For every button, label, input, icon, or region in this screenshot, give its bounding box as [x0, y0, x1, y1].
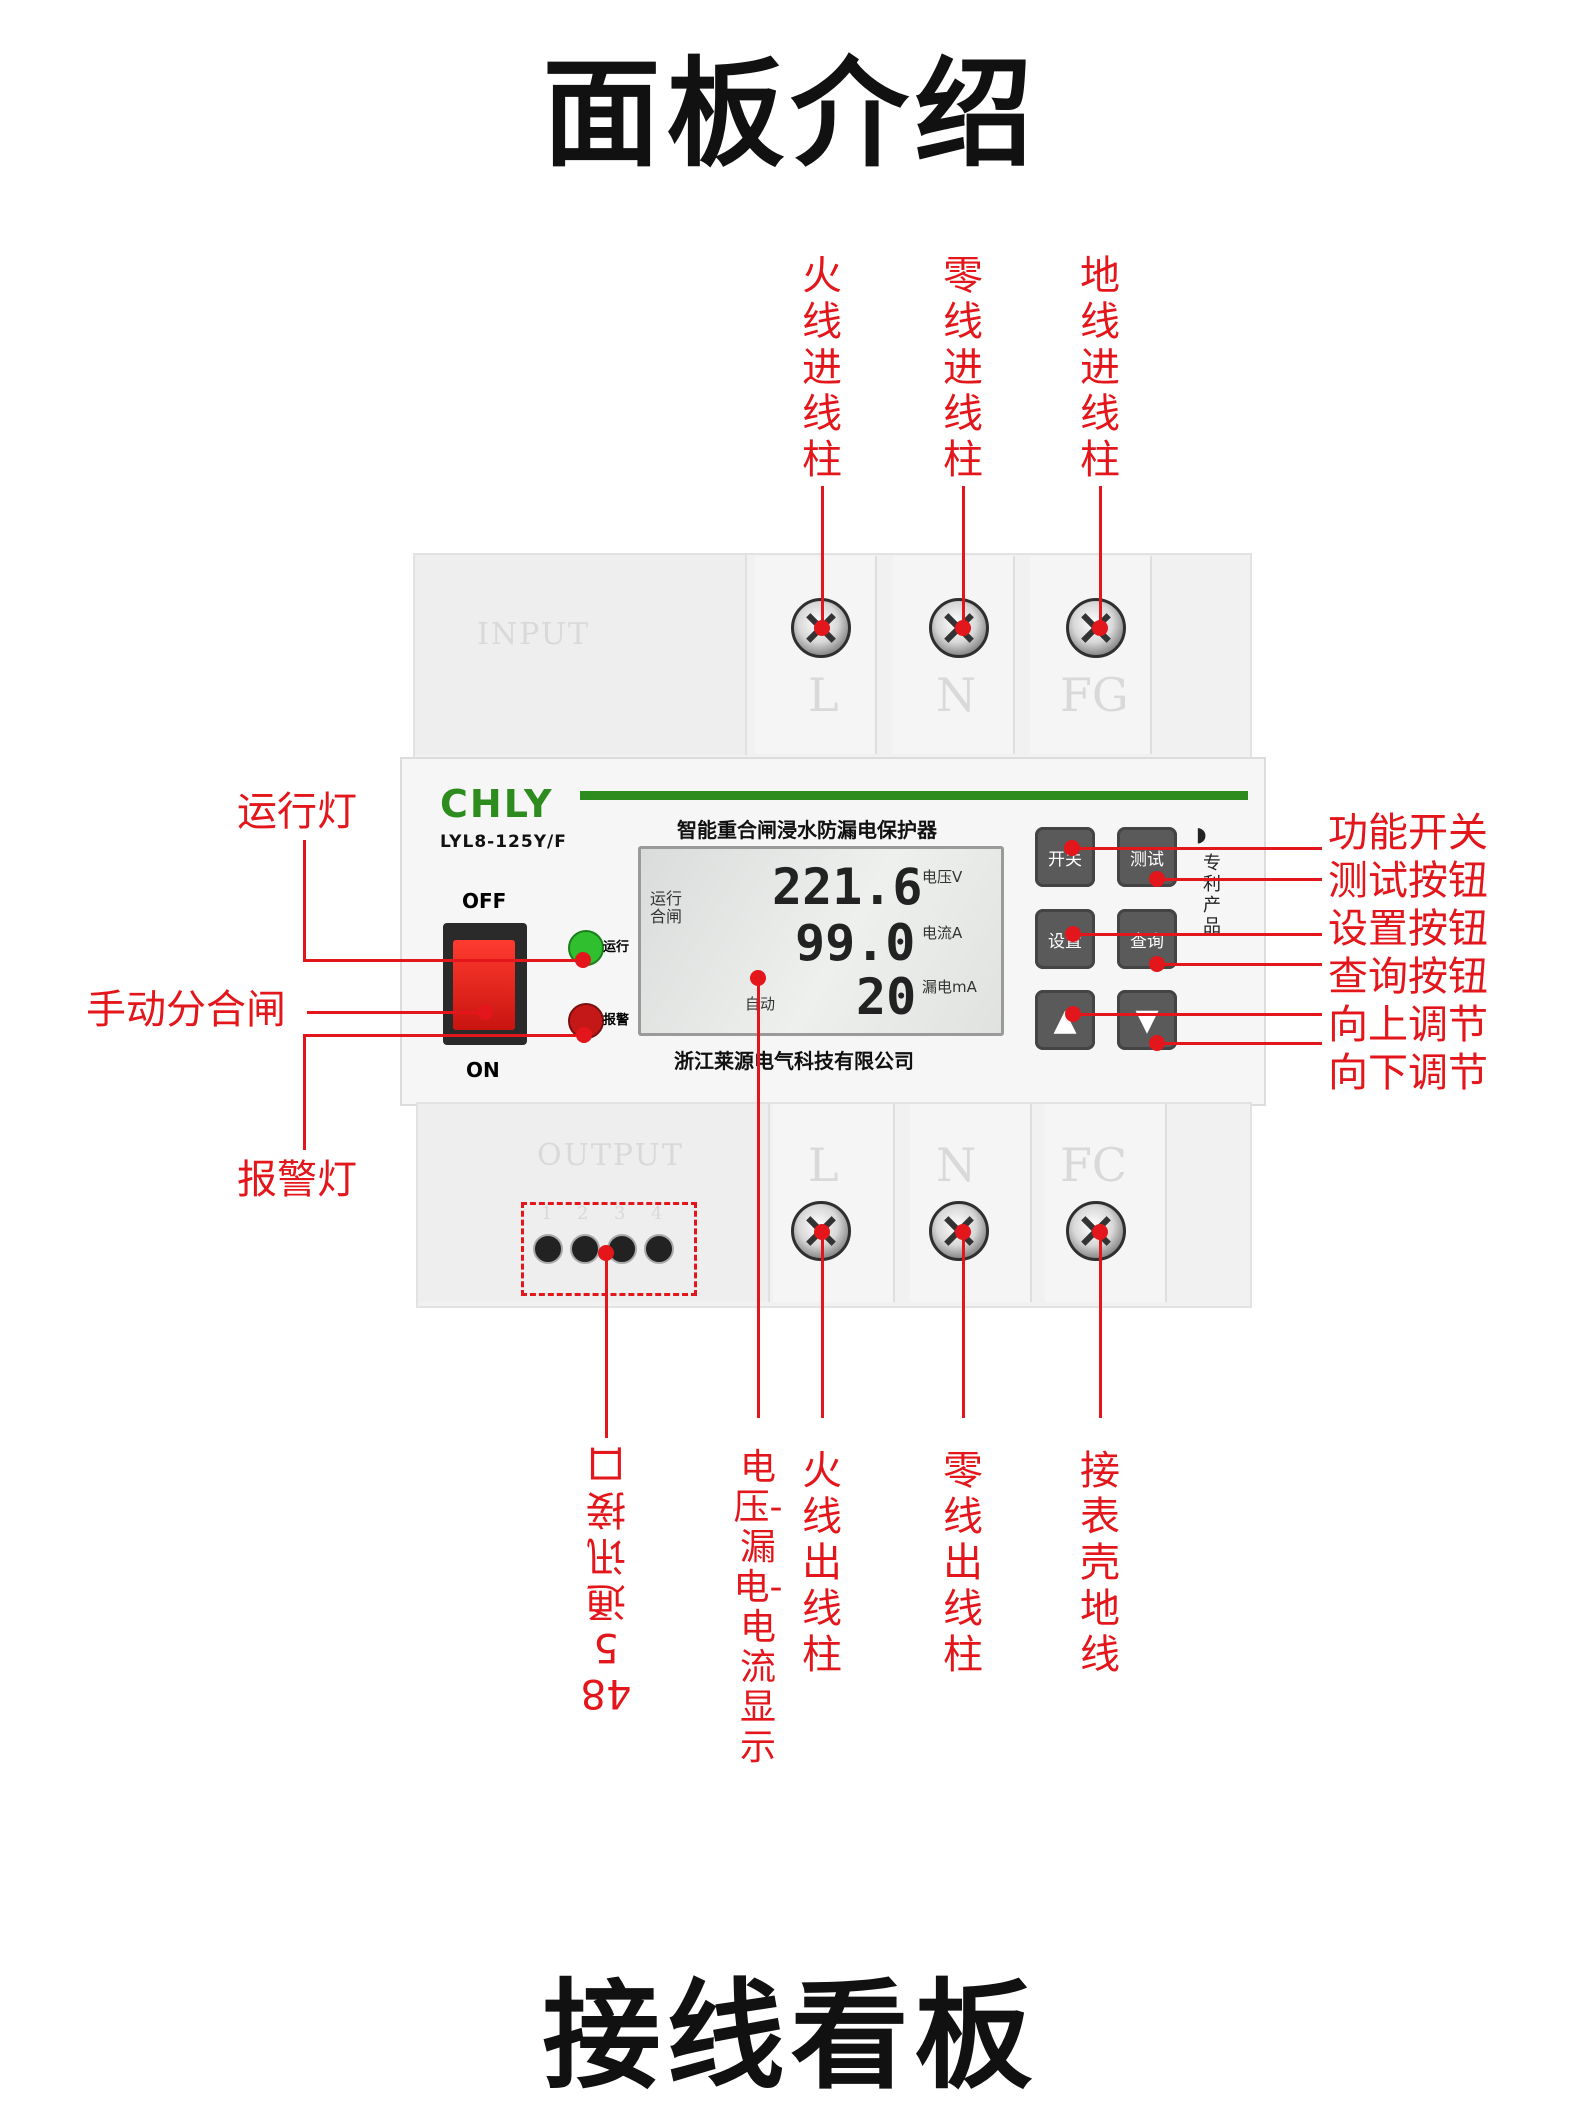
comm-port-hole[interactable]	[533, 1234, 563, 1264]
callout-run-light: 运行灯	[237, 789, 357, 835]
callout-point	[576, 1027, 592, 1043]
patent-label: 专利产品	[1203, 853, 1221, 937]
callout-alarm-light: 报警灯	[237, 1157, 357, 1203]
callout-live-out: 火线出线柱	[802, 1448, 842, 1678]
callout-point	[1149, 1035, 1165, 1051]
lcd-leakage-unit: 漏电mA	[922, 978, 977, 996]
product-name: 智能重合闸浸水防漏电保护器	[677, 818, 937, 842]
callout-point	[1092, 1224, 1108, 1240]
terminal-label-out-n: N	[936, 1138, 977, 1192]
callout-up-adjust: 向上调节	[1328, 1002, 1488, 1048]
lcd-status-run: 运行	[650, 889, 683, 908]
section-title: 接线看板	[542, 1967, 1039, 2105]
callout-point	[1064, 840, 1080, 856]
terminal-label-in-fg: FG	[1060, 668, 1129, 722]
callout-neutral-in: 零线进线柱	[943, 253, 983, 483]
callout-point	[598, 1245, 614, 1261]
terminal-label-out-l: L	[808, 1138, 839, 1192]
lcd-status-closed: 合闸	[650, 907, 683, 926]
callout-point	[955, 620, 971, 636]
lcd-voltage-value: 221.6	[772, 858, 923, 916]
page-title: 面板介绍	[542, 45, 1039, 183]
lcd-voltage-unit: 电压V	[922, 868, 963, 886]
switch-on-label: ON	[466, 1058, 500, 1082]
alarm-led-label: 报警	[603, 1013, 630, 1028]
down-button[interactable]: ▼	[1117, 990, 1177, 1050]
company-name: 浙江莱源电气科技有限公司	[674, 1049, 914, 1073]
callout-function-switch: 功能开关	[1328, 810, 1488, 856]
model-number: LYL8-125Y/F	[440, 832, 567, 852]
terminal-label-out-fc: FC	[1060, 1138, 1128, 1192]
green-stripe	[580, 791, 1248, 800]
callout-485-port: 485通讯接口	[580, 1440, 632, 1716]
lcd-display	[638, 846, 1004, 1036]
callout-case-ground: 接表壳地线	[1080, 1448, 1120, 1678]
callout-point	[1092, 620, 1108, 636]
patent-icon: ◗	[1196, 822, 1207, 846]
function-switch-button[interactable]: 开关	[1035, 827, 1095, 887]
terminal-label-in-l: L	[808, 668, 839, 722]
up-button[interactable]: ▲	[1035, 990, 1095, 1050]
screw-terminal-out-n[interactable]	[929, 1201, 989, 1261]
callout-point	[477, 1004, 493, 1020]
down-arrow-icon: ▼	[1135, 1002, 1159, 1038]
lcd-current-value: 99.0	[795, 914, 916, 972]
comm-port-number: 2	[577, 1203, 589, 1224]
callout-point	[814, 1224, 830, 1240]
callout-point	[955, 1224, 971, 1240]
comm-port-highlight	[521, 1202, 697, 1296]
query-button[interactable]: 查询	[1117, 909, 1177, 969]
callout-point	[1065, 1006, 1081, 1022]
test-button[interactable]: 测试	[1117, 827, 1177, 887]
callout-point	[750, 970, 766, 986]
lcd-leakage-value: 20	[856, 968, 917, 1026]
lcd-mode: 自动	[745, 995, 776, 1013]
callout-point	[1149, 956, 1165, 972]
comm-port-hole[interactable]	[644, 1234, 674, 1264]
callout-point	[575, 952, 591, 968]
callout-live-in: 火线进线柱	[802, 253, 842, 483]
callout-manual-switch: 手动分合闸	[86, 987, 286, 1033]
callout-display: 电压-漏电-电流显示	[733, 1447, 783, 1768]
run-led-label: 运行	[603, 940, 630, 955]
comm-port-number: 1	[541, 1203, 553, 1224]
callout-set-button: 设置按钮	[1328, 906, 1488, 952]
output-label: OUTPUT	[537, 1138, 684, 1173]
brand-logo: CHLY	[440, 782, 554, 826]
input-cover	[415, 555, 747, 755]
callout-point	[814, 620, 830, 636]
switch-off-label: OFF	[462, 889, 507, 913]
callout-point	[1065, 926, 1081, 942]
input-label: INPUT	[477, 617, 591, 652]
comm-port-number: 3	[614, 1203, 626, 1224]
set-button[interactable]: 设置	[1035, 909, 1095, 969]
callout-query-button: 查询按钮	[1328, 954, 1488, 1000]
comm-port-number: 4	[651, 1203, 663, 1224]
callout-point	[1149, 871, 1165, 887]
callout-neutral-out: 零线出线柱	[943, 1448, 983, 1678]
callout-test-button: 测试按钮	[1328, 858, 1488, 904]
lcd-current-unit: 电流A	[922, 924, 963, 942]
terminal-label-in-n: N	[936, 668, 977, 722]
callout-ground-in: 地线进线柱	[1080, 253, 1120, 483]
callout-down-adjust: 向下调节	[1328, 1050, 1488, 1096]
